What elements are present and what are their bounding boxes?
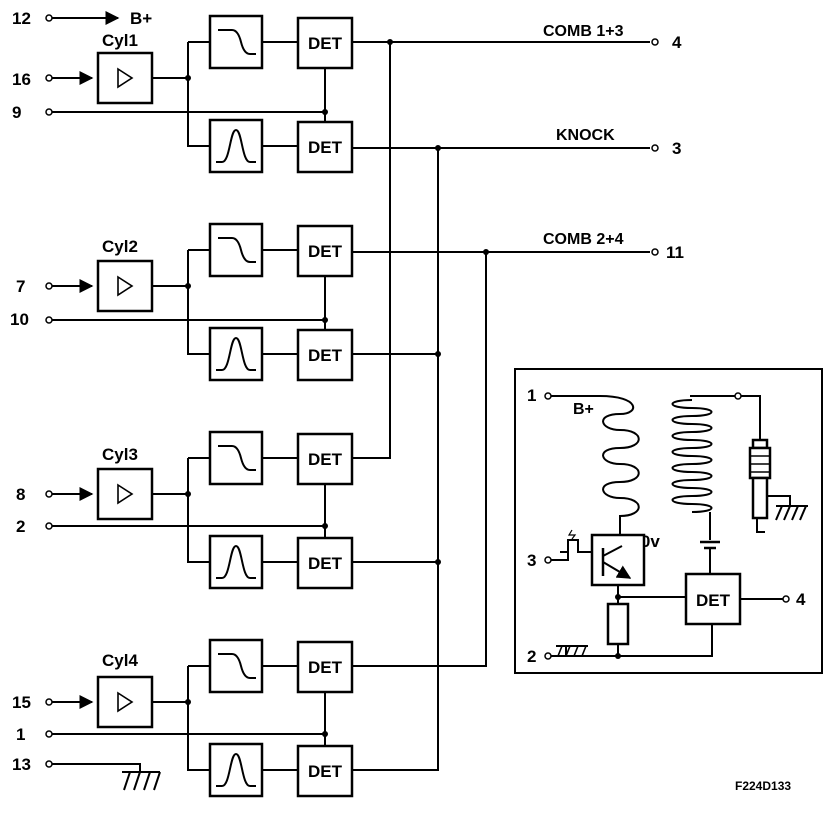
resistor-icon bbox=[606, 602, 630, 646]
channel-label: Cyl1 bbox=[102, 31, 138, 50]
inset-ignition-circuit: 1 B+ 120v bbox=[514, 368, 823, 674]
output-pin: 3 bbox=[672, 139, 681, 158]
channel-cyl3: Cyl3 8 DET DET 2 bbox=[16, 430, 354, 590]
channel-cyl2: Cyl2 7 DET DET 10 bbox=[10, 222, 354, 382]
detector-label: DET bbox=[308, 138, 343, 157]
pin-label: 8 bbox=[16, 485, 25, 504]
output-pin: 4 bbox=[672, 33, 682, 52]
band-pass-filter-icon bbox=[208, 534, 264, 590]
low-pass-filter-icon bbox=[208, 14, 264, 70]
capacitor-icon bbox=[700, 540, 720, 572]
detector-label: DET bbox=[308, 554, 343, 573]
primary-coil-icon bbox=[599, 395, 640, 534]
pin-label: 13 bbox=[12, 755, 31, 774]
pin-label: 1 bbox=[16, 725, 25, 744]
inset-pin: 4 bbox=[796, 590, 806, 609]
inset-pin: 3 bbox=[527, 551, 536, 570]
output-label-comb24: COMB 2+4 bbox=[543, 231, 624, 248]
output-label-knock: KNOCK bbox=[556, 127, 615, 144]
outputs: COMB 1+3 4 KNOCK 3 COMB 2+4 11 bbox=[543, 23, 684, 262]
pin-label: 2 bbox=[16, 517, 25, 536]
amplifier-icon bbox=[96, 259, 154, 313]
low-pass-filter-icon bbox=[208, 638, 264, 694]
spark-plug-icon bbox=[741, 395, 808, 533]
detector-label: DET bbox=[308, 242, 343, 261]
channel-cyl1: Cyl1 16 DET DET 9 bbox=[12, 14, 354, 174]
trigger-pulse-icon bbox=[560, 529, 592, 553]
inset-detector-block bbox=[684, 572, 742, 626]
detector-label: DET bbox=[308, 762, 343, 781]
output-pin: 11 bbox=[666, 243, 684, 262]
low-pass-filter-icon bbox=[208, 430, 264, 486]
detector-label: DET bbox=[696, 591, 731, 610]
pin-label: 16 bbox=[12, 70, 31, 89]
amplifier-icon bbox=[96, 675, 154, 729]
inset-pin: 1 bbox=[527, 386, 536, 405]
output-buses bbox=[352, 39, 650, 771]
amplifier-icon bbox=[96, 51, 154, 105]
supply-label: B+ bbox=[130, 9, 152, 28]
ground-icon bbox=[556, 645, 588, 657]
inset-pin: 2 bbox=[527, 647, 536, 666]
pin-label: 12 bbox=[12, 9, 31, 28]
transistor-icon bbox=[590, 533, 646, 587]
pin-label: 9 bbox=[12, 103, 21, 122]
figure-code: F224D133 bbox=[735, 779, 791, 793]
detector-label: DET bbox=[308, 450, 343, 469]
pin-label: 7 bbox=[16, 277, 25, 296]
low-pass-filter-icon bbox=[208, 222, 264, 278]
pin-label: 15 bbox=[12, 693, 31, 712]
output-label-comb13: COMB 1+3 bbox=[543, 23, 624, 40]
amplifier-icon bbox=[96, 467, 154, 521]
channel-cyl4: Cyl4 15 DET DET 1 13 bbox=[12, 638, 354, 798]
detector-label: DET bbox=[308, 34, 343, 53]
detector-label: DET bbox=[308, 658, 343, 677]
inset-supply-label: B+ bbox=[573, 401, 594, 418]
band-pass-filter-icon bbox=[208, 118, 264, 174]
supply-line: 12 B+ bbox=[12, 9, 152, 28]
ground-icon bbox=[122, 771, 161, 791]
channel-label: Cyl3 bbox=[102, 445, 138, 464]
secondary-coil-icon bbox=[671, 395, 736, 540]
channel-label: Cyl2 bbox=[102, 237, 138, 256]
channel-label: Cyl4 bbox=[102, 651, 138, 670]
pin-label: 10 bbox=[10, 310, 29, 329]
band-pass-filter-icon bbox=[208, 326, 264, 382]
band-pass-filter-icon bbox=[208, 742, 264, 798]
detector-label: DET bbox=[308, 346, 343, 365]
